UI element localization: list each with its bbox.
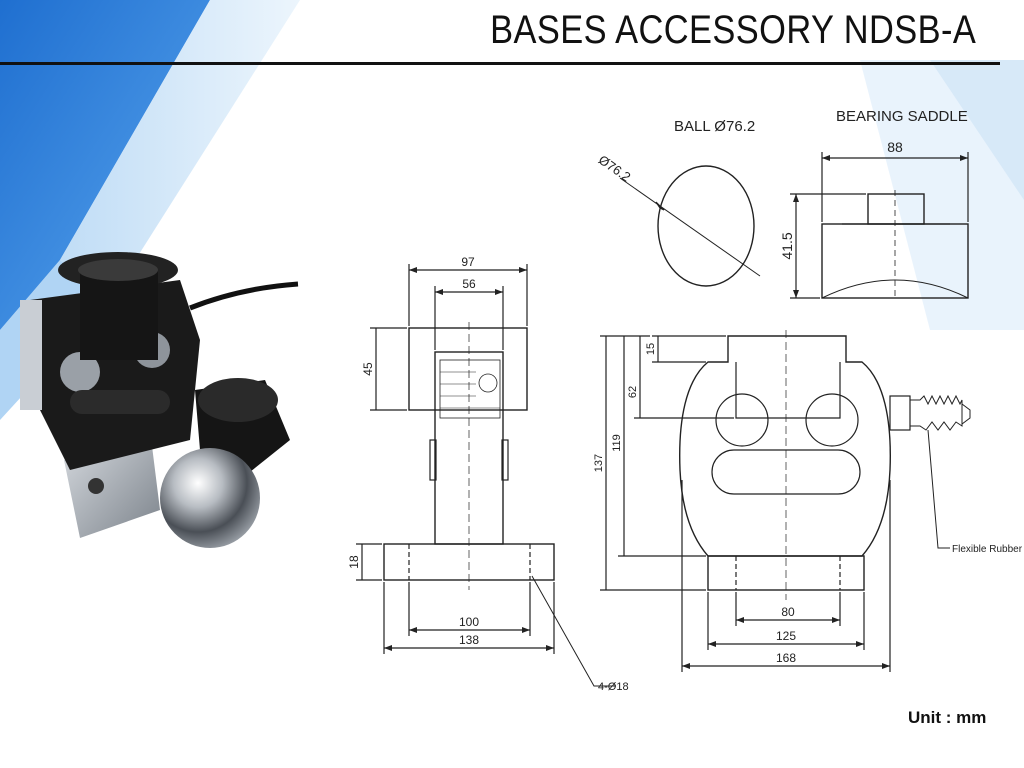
side-top-height-label: 45 (361, 362, 375, 376)
page-title: BASES ACCESSORY NDSB-A (489, 8, 976, 52)
saddle-title: BEARING SADDLE (836, 108, 968, 125)
side-top-width-label: 97 (461, 255, 475, 269)
front-dim-137-label: 137 (593, 454, 605, 472)
side-base-height-label: 18 (347, 555, 361, 569)
side-inner-width-label: 56 (462, 277, 476, 291)
front-dim-62-label: 62 (627, 386, 639, 398)
unit-label: Unit : mm (908, 708, 987, 727)
product-photo (20, 252, 299, 548)
saddle-drawing (790, 152, 969, 300)
side-view-drawing (356, 264, 616, 687)
side-base-width-label: 138 (459, 633, 479, 647)
front-dim-125-label: 125 (776, 629, 796, 643)
front-dim-80-label: 80 (781, 605, 795, 619)
ball-drawing (619, 165, 761, 287)
front-dim-15-label: 15 (645, 343, 657, 355)
front-dim-119-label: 119 (611, 434, 623, 452)
cable-label: Flexible Rubber (952, 544, 1023, 555)
side-hole-spacing-label: 100 (459, 615, 479, 629)
side-holes-label: 4-Ø18 (598, 681, 629, 693)
ball-diameter-label: Ø76.2 (596, 152, 634, 185)
saddle-height-label: 41.5 (779, 232, 795, 259)
front-view-drawing (600, 330, 971, 672)
title-divider (0, 62, 1000, 65)
saddle-width-label: 88 (887, 139, 903, 155)
ball-title: BALL Ø76.2 (674, 118, 756, 135)
front-dim-168-label: 168 (776, 651, 796, 665)
